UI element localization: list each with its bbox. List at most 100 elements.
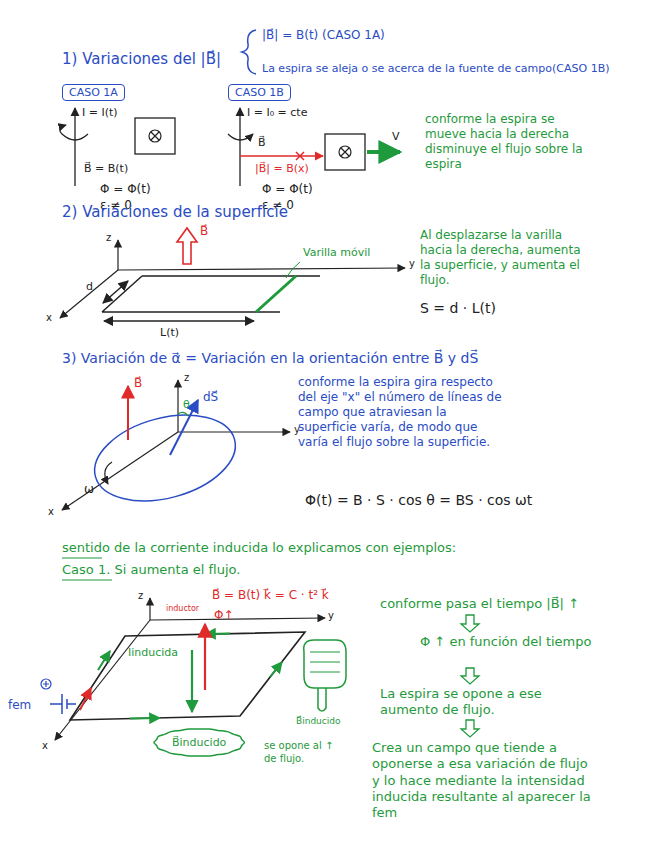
axis-label: x	[48, 506, 54, 519]
note: conforme la espira se mueve hacia la der…	[425, 112, 590, 172]
axis	[55, 620, 150, 740]
heading: sentido de la corriente inducida lo expl…	[62, 540, 456, 556]
current-arrow	[130, 717, 160, 720]
vector-label: B⃗	[200, 224, 208, 239]
dimension-arrow	[103, 281, 128, 303]
rotating-loop	[85, 401, 245, 516]
formula: B⃗ = B(t)	[84, 162, 128, 176]
axis-label: y	[328, 610, 334, 623]
underline	[62, 558, 102, 559]
down-arrow	[461, 720, 479, 737]
note: conforme la espira gira respecto del eje…	[298, 375, 508, 450]
case-box: CASO 1A	[62, 84, 125, 101]
axis	[178, 431, 290, 432]
formula: Φ = Φ(t)	[262, 182, 313, 197]
node-text: CASO 1A	[69, 86, 118, 99]
axis	[60, 270, 118, 318]
vector-label: Φ↑	[214, 608, 234, 623]
position-mark	[296, 152, 304, 160]
distance-line	[240, 155, 323, 156]
formula: B⃗ = B(t) k⃗ = C · t² k⃗	[212, 588, 329, 603]
hand-symbol	[318, 688, 326, 711]
brace	[242, 30, 256, 74]
note: Φ ↑ en función del tiempo	[420, 634, 620, 650]
into-page-symbol	[151, 132, 159, 140]
note: La espira se opone a ese aumento de fluj…	[380, 686, 580, 719]
note: se opone al ↑ de flujo.	[264, 740, 344, 765]
dimension-label: L(t)	[160, 326, 179, 340]
case-note: |B⃗| = B(t) (CASO 1A)	[262, 28, 385, 43]
axis	[149, 598, 150, 620]
dimension-label: d	[86, 280, 93, 294]
field-arrow	[204, 624, 206, 690]
vector-label: inductor	[166, 604, 199, 614]
note: conforme pasa el tiempo |B⃗| ↑	[380, 596, 579, 612]
axis	[118, 268, 405, 270]
vector-label: B⃗	[134, 376, 142, 391]
note: Al desplazarse la varilla hacia la derec…	[420, 228, 590, 288]
axis-label: x	[46, 312, 52, 325]
axis-label: y	[409, 258, 415, 271]
axis-label: x	[42, 740, 48, 753]
current-arrow	[98, 651, 110, 670]
hand-symbol	[310, 652, 340, 672]
part-label: Varilla móvil	[303, 246, 370, 260]
angle-arc	[178, 412, 188, 416]
rotation-arrow	[105, 462, 112, 484]
leader-line	[286, 262, 300, 278]
formula: I = I(t)	[82, 106, 118, 120]
case-box: CASO 1B	[228, 84, 291, 101]
moving-rod	[256, 276, 296, 312]
section-heading: 1) Variaciones del |B⃗|	[62, 50, 221, 69]
into-page-symbol	[149, 130, 161, 142]
induced-field-arrow	[191, 650, 193, 712]
axis	[150, 618, 325, 620]
formula: I = I₀ = cte	[247, 106, 307, 120]
node-text: B⃗inducido	[172, 736, 226, 749]
field-arrow	[127, 386, 129, 440]
axis-label: z	[138, 590, 143, 603]
rails	[102, 276, 320, 312]
loop	[70, 632, 305, 720]
heading: Caso 1. Si aumenta el flujo.	[62, 562, 240, 578]
node-text: CASO 1B	[235, 86, 284, 99]
current-arrow	[205, 633, 230, 636]
axis-label: z	[106, 232, 111, 245]
current-arrow	[270, 662, 282, 677]
case-note: La espira se aleja o se acerca de la fue…	[262, 62, 610, 76]
down-arrow	[461, 668, 479, 684]
velocity-arrow	[367, 150, 400, 154]
formula: Φ(t) = B · S · cos θ = BS · cos ωt	[305, 492, 532, 510]
plus-sign	[43, 681, 49, 687]
section-heading: 3) Variación de α⃗ = Variación en la ori…	[62, 350, 478, 368]
note: Crea un campo que tiende a oponerse a es…	[372, 740, 592, 821]
formula: |B⃗| = B(x)	[255, 162, 309, 176]
field-arrow	[177, 228, 197, 264]
hand-symbol	[304, 640, 346, 688]
axis-label: z	[184, 372, 189, 385]
angle-label: ω	[84, 482, 94, 497]
wire	[239, 108, 240, 186]
emf-label: fem	[8, 698, 31, 713]
formula: Φ = Φ(t)	[100, 182, 151, 197]
field-circulation	[60, 125, 88, 140]
field-cloud: B⃗inducido	[150, 726, 248, 759]
axis	[177, 380, 178, 432]
dimension-arrow	[104, 320, 254, 322]
angle-label: θ	[183, 398, 190, 412]
into-page-symbol	[339, 146, 351, 158]
loop-square	[135, 118, 175, 154]
vector-label: V	[392, 130, 400, 144]
current-label: Iinducida	[128, 646, 178, 660]
vector-label: dS⃗	[203, 390, 218, 405]
cloud-outline	[154, 729, 245, 756]
down-arrow	[461, 615, 479, 632]
field-circulation	[228, 134, 253, 140]
plus-sign	[41, 679, 51, 689]
vector-label: B⃗inducido	[296, 716, 340, 727]
emf-arrow	[80, 688, 91, 710]
wire	[74, 108, 75, 186]
formula: S = d · L(t)	[420, 300, 496, 318]
loop-square	[325, 134, 365, 170]
